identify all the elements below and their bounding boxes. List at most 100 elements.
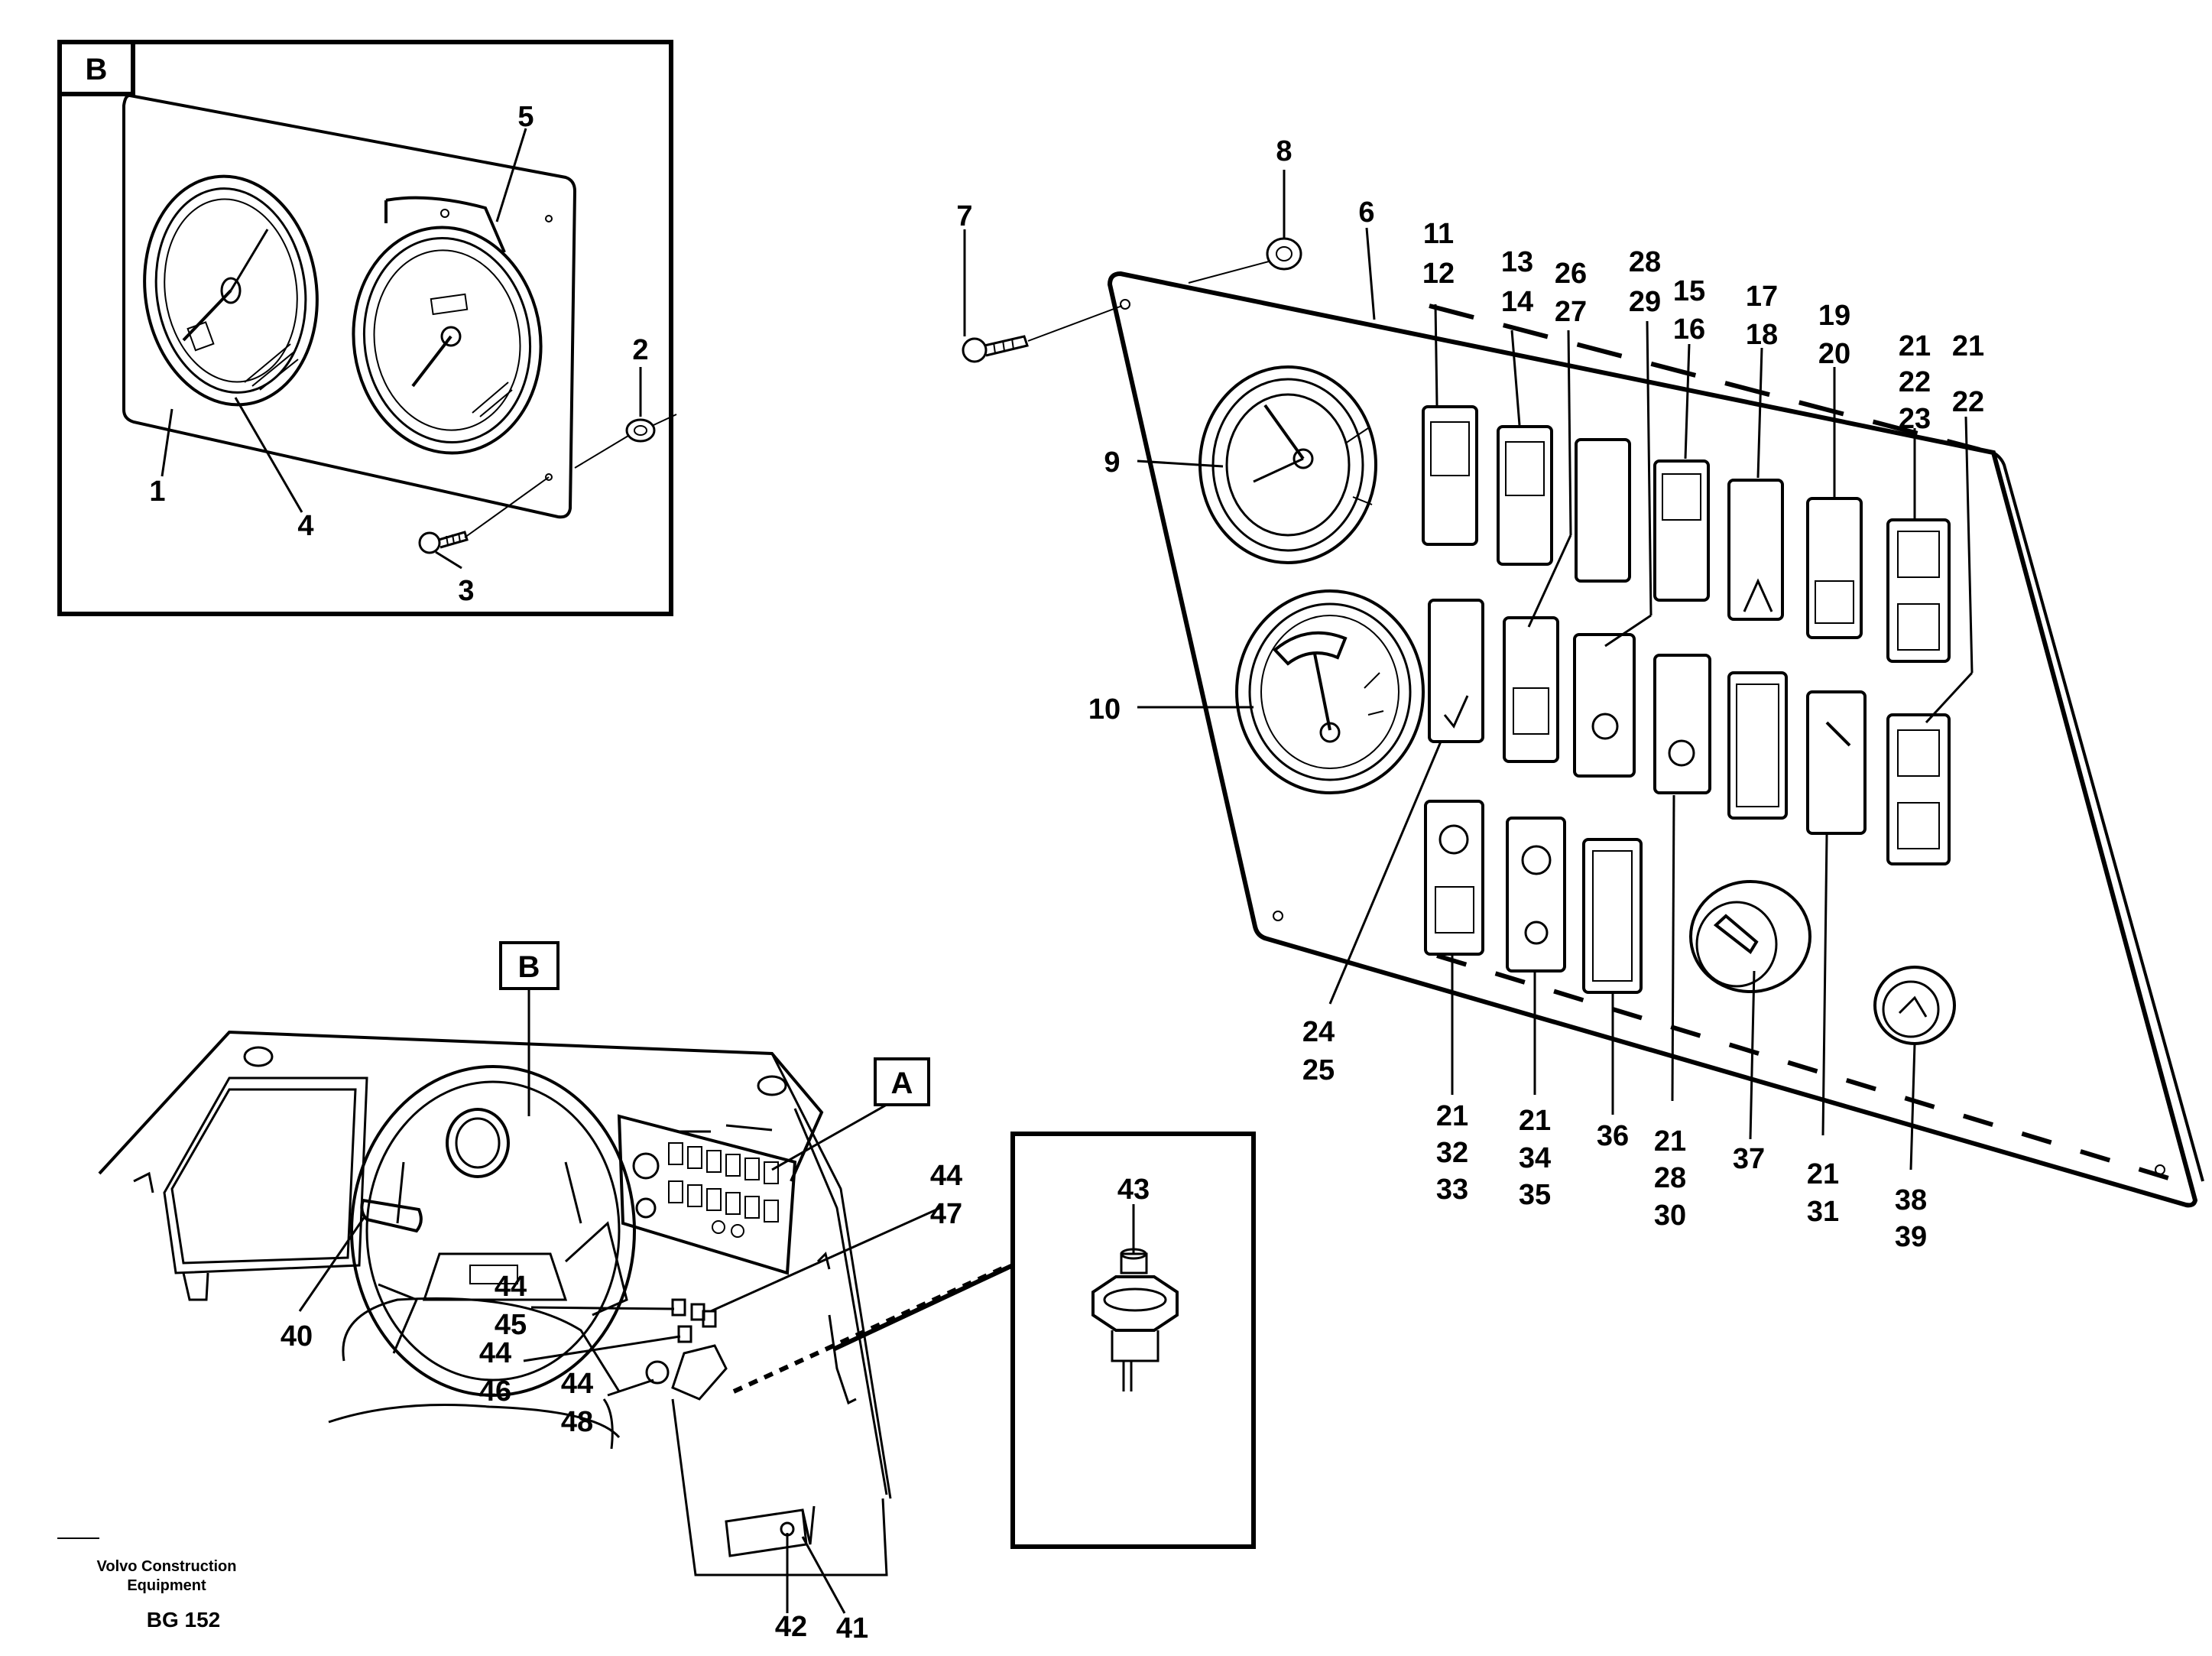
label-38: 38	[1895, 1184, 1927, 1216]
detail-b-tag	[57, 40, 135, 96]
label-6: 6	[1358, 196, 1374, 229]
panel-hole-top	[545, 215, 553, 222]
label-13: 13	[1501, 246, 1533, 278]
label-8: 8	[1276, 135, 1292, 167]
label-28b: 28	[1654, 1162, 1686, 1194]
label-37: 37	[1733, 1143, 1765, 1175]
label-40: 40	[281, 1320, 313, 1352]
label-30: 30	[1654, 1200, 1686, 1232]
label-33: 33	[1436, 1174, 1468, 1206]
label-17: 17	[1746, 281, 1778, 313]
label-32: 32	[1436, 1137, 1468, 1169]
switch-panel-view: 7 8 6 9 10 11 12 13 14 26 27 28 29 15 16…	[956, 135, 2204, 1253]
screw-7	[962, 335, 1029, 363]
label-42: 42	[775, 1611, 807, 1643]
label-27: 27	[1555, 296, 1587, 328]
tachometer-gauge	[143, 174, 319, 407]
switch-21-34-35	[1506, 817, 1566, 972]
switch-21-31	[1806, 690, 1867, 835]
label-2: 2	[632, 334, 648, 366]
knob-38-39	[1873, 966, 1956, 1045]
switch-row-3	[1424, 800, 1643, 994]
label-34: 34	[1519, 1142, 1551, 1174]
switch-26-27-b	[1503, 616, 1559, 763]
label-41: 41	[836, 1612, 868, 1645]
detail-b-view: B	[57, 40, 677, 616]
label-21b: 21	[1952, 330, 1984, 362]
label-12: 12	[1422, 258, 1455, 290]
label-44c: 44	[479, 1337, 511, 1369]
label-19: 19	[1818, 300, 1850, 332]
switch-blank	[1727, 671, 1788, 820]
label-31: 31	[1807, 1196, 1839, 1228]
label-4: 4	[297, 510, 313, 542]
gauge-9	[1198, 365, 1377, 564]
footer: Volvo Construction Equipment BG 152	[57, 1537, 237, 1632]
footer-code: BG 152	[147, 1608, 221, 1632]
label-46: 46	[479, 1375, 511, 1408]
label-11: 11	[1423, 218, 1454, 250]
cluster-panel	[122, 93, 577, 519]
gauge-10	[1235, 589, 1425, 794]
label-44b: 44	[495, 1271, 527, 1303]
switch-17-18	[1727, 479, 1784, 621]
panel-hole-bottom	[545, 473, 553, 481]
label-10: 10	[1088, 693, 1121, 726]
ignition-switch-37	[1689, 880, 1811, 993]
switch-36	[1582, 838, 1643, 994]
overview-a-tag: A	[891, 1067, 913, 1100]
cab-overview: B A 40 44 47 44 45 44 46 44 48 42 41	[98, 941, 962, 1645]
label-35: 35	[1519, 1179, 1551, 1211]
label-21c: 21	[1436, 1100, 1468, 1132]
detail-b-frame	[57, 40, 673, 616]
label-16: 16	[1673, 313, 1705, 346]
label-21d: 21	[1519, 1105, 1551, 1137]
label-22b: 22	[1952, 386, 1984, 418]
speedometer-bracket	[384, 196, 506, 253]
switch-21-28-30	[1653, 654, 1711, 794]
label-48: 48	[561, 1406, 593, 1438]
switch-panel-plate	[1107, 271, 2198, 1208]
label-28: 28	[1629, 246, 1661, 278]
label-44d: 44	[561, 1368, 593, 1400]
label-24: 24	[1302, 1016, 1335, 1048]
overview-b-tag: B	[518, 950, 540, 984]
label-14: 14	[1501, 286, 1533, 318]
switch-15-16	[1653, 459, 1710, 602]
switch-26-27	[1575, 438, 1631, 583]
nut-2	[625, 418, 656, 443]
switch-row-1	[1422, 405, 1951, 663]
switch-24-25	[1428, 599, 1484, 743]
label-21a: 21	[1899, 330, 1931, 362]
label-7: 7	[956, 200, 972, 232]
label-20: 20	[1818, 338, 1850, 370]
label-36: 36	[1597, 1120, 1629, 1152]
label-44a: 44	[930, 1160, 962, 1192]
label-25: 25	[1302, 1054, 1335, 1086]
switch-21-22-lower	[1886, 713, 1951, 865]
switch-21-22-23	[1886, 518, 1951, 663]
label-21f: 21	[1807, 1158, 1839, 1190]
label-18: 18	[1746, 319, 1778, 351]
label-22a: 22	[1899, 366, 1931, 398]
label-43: 43	[1117, 1174, 1150, 1206]
label-9: 9	[1104, 446, 1120, 479]
switches-44	[645, 1298, 728, 1401]
label-47: 47	[930, 1198, 962, 1230]
label-26: 26	[1555, 258, 1587, 290]
label-45: 45	[495, 1309, 527, 1341]
label-39: 39	[1895, 1221, 1927, 1253]
switch-28-29	[1573, 633, 1636, 778]
screw-3	[418, 531, 469, 554]
label-1: 1	[149, 476, 165, 508]
footer-company-1: Volvo Construction	[97, 1558, 237, 1575]
label-21e: 21	[1654, 1125, 1686, 1158]
label-3: 3	[458, 575, 474, 607]
sensor-detail: 43	[732, 1132, 1256, 1549]
label-5: 5	[517, 101, 534, 133]
speedometer-gauge	[352, 196, 543, 455]
switch-19-20	[1806, 497, 1863, 639]
footer-company-2: Equipment	[127, 1577, 206, 1594]
steering-wheel	[350, 1065, 636, 1397]
